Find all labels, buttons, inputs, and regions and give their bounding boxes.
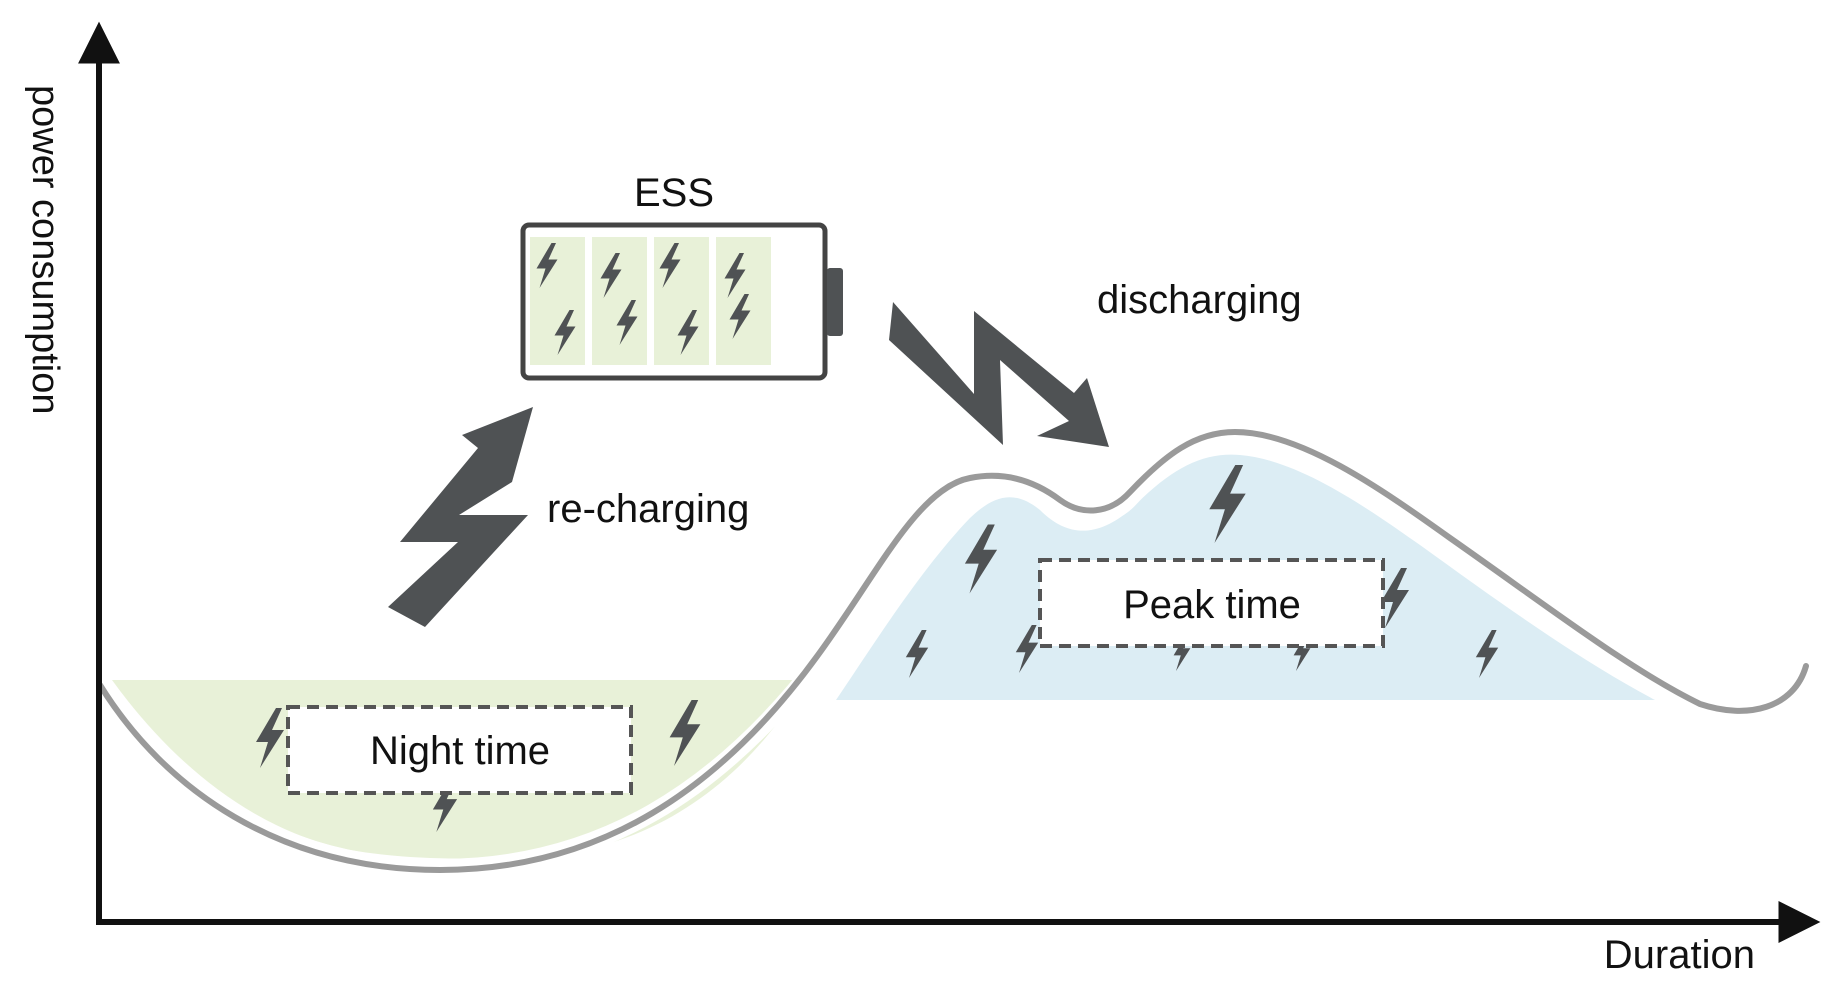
y-axis-label: power consumption [24, 85, 66, 415]
recharging-arrow [388, 407, 533, 627]
battery-icon [520, 222, 843, 381]
peak-time-box [1038, 558, 1385, 648]
night-time-label: Night time [370, 729, 550, 773]
ess-label: ESS [634, 171, 714, 215]
battery-cell-2 [592, 237, 647, 365]
consumption-curve [97, 428, 1809, 874]
discharging-label: discharging [1097, 278, 1302, 322]
night-time-box [286, 705, 633, 795]
peak-time-label: Peak time [1123, 583, 1301, 627]
battery-terminal [827, 268, 843, 336]
battery-cell-3 [654, 237, 709, 365]
discharging-arrow [889, 302, 1109, 447]
battery-cell-1 [530, 237, 585, 365]
x-axis-label: Duration [1604, 933, 1755, 977]
recharging-label: re-charging [547, 487, 749, 531]
